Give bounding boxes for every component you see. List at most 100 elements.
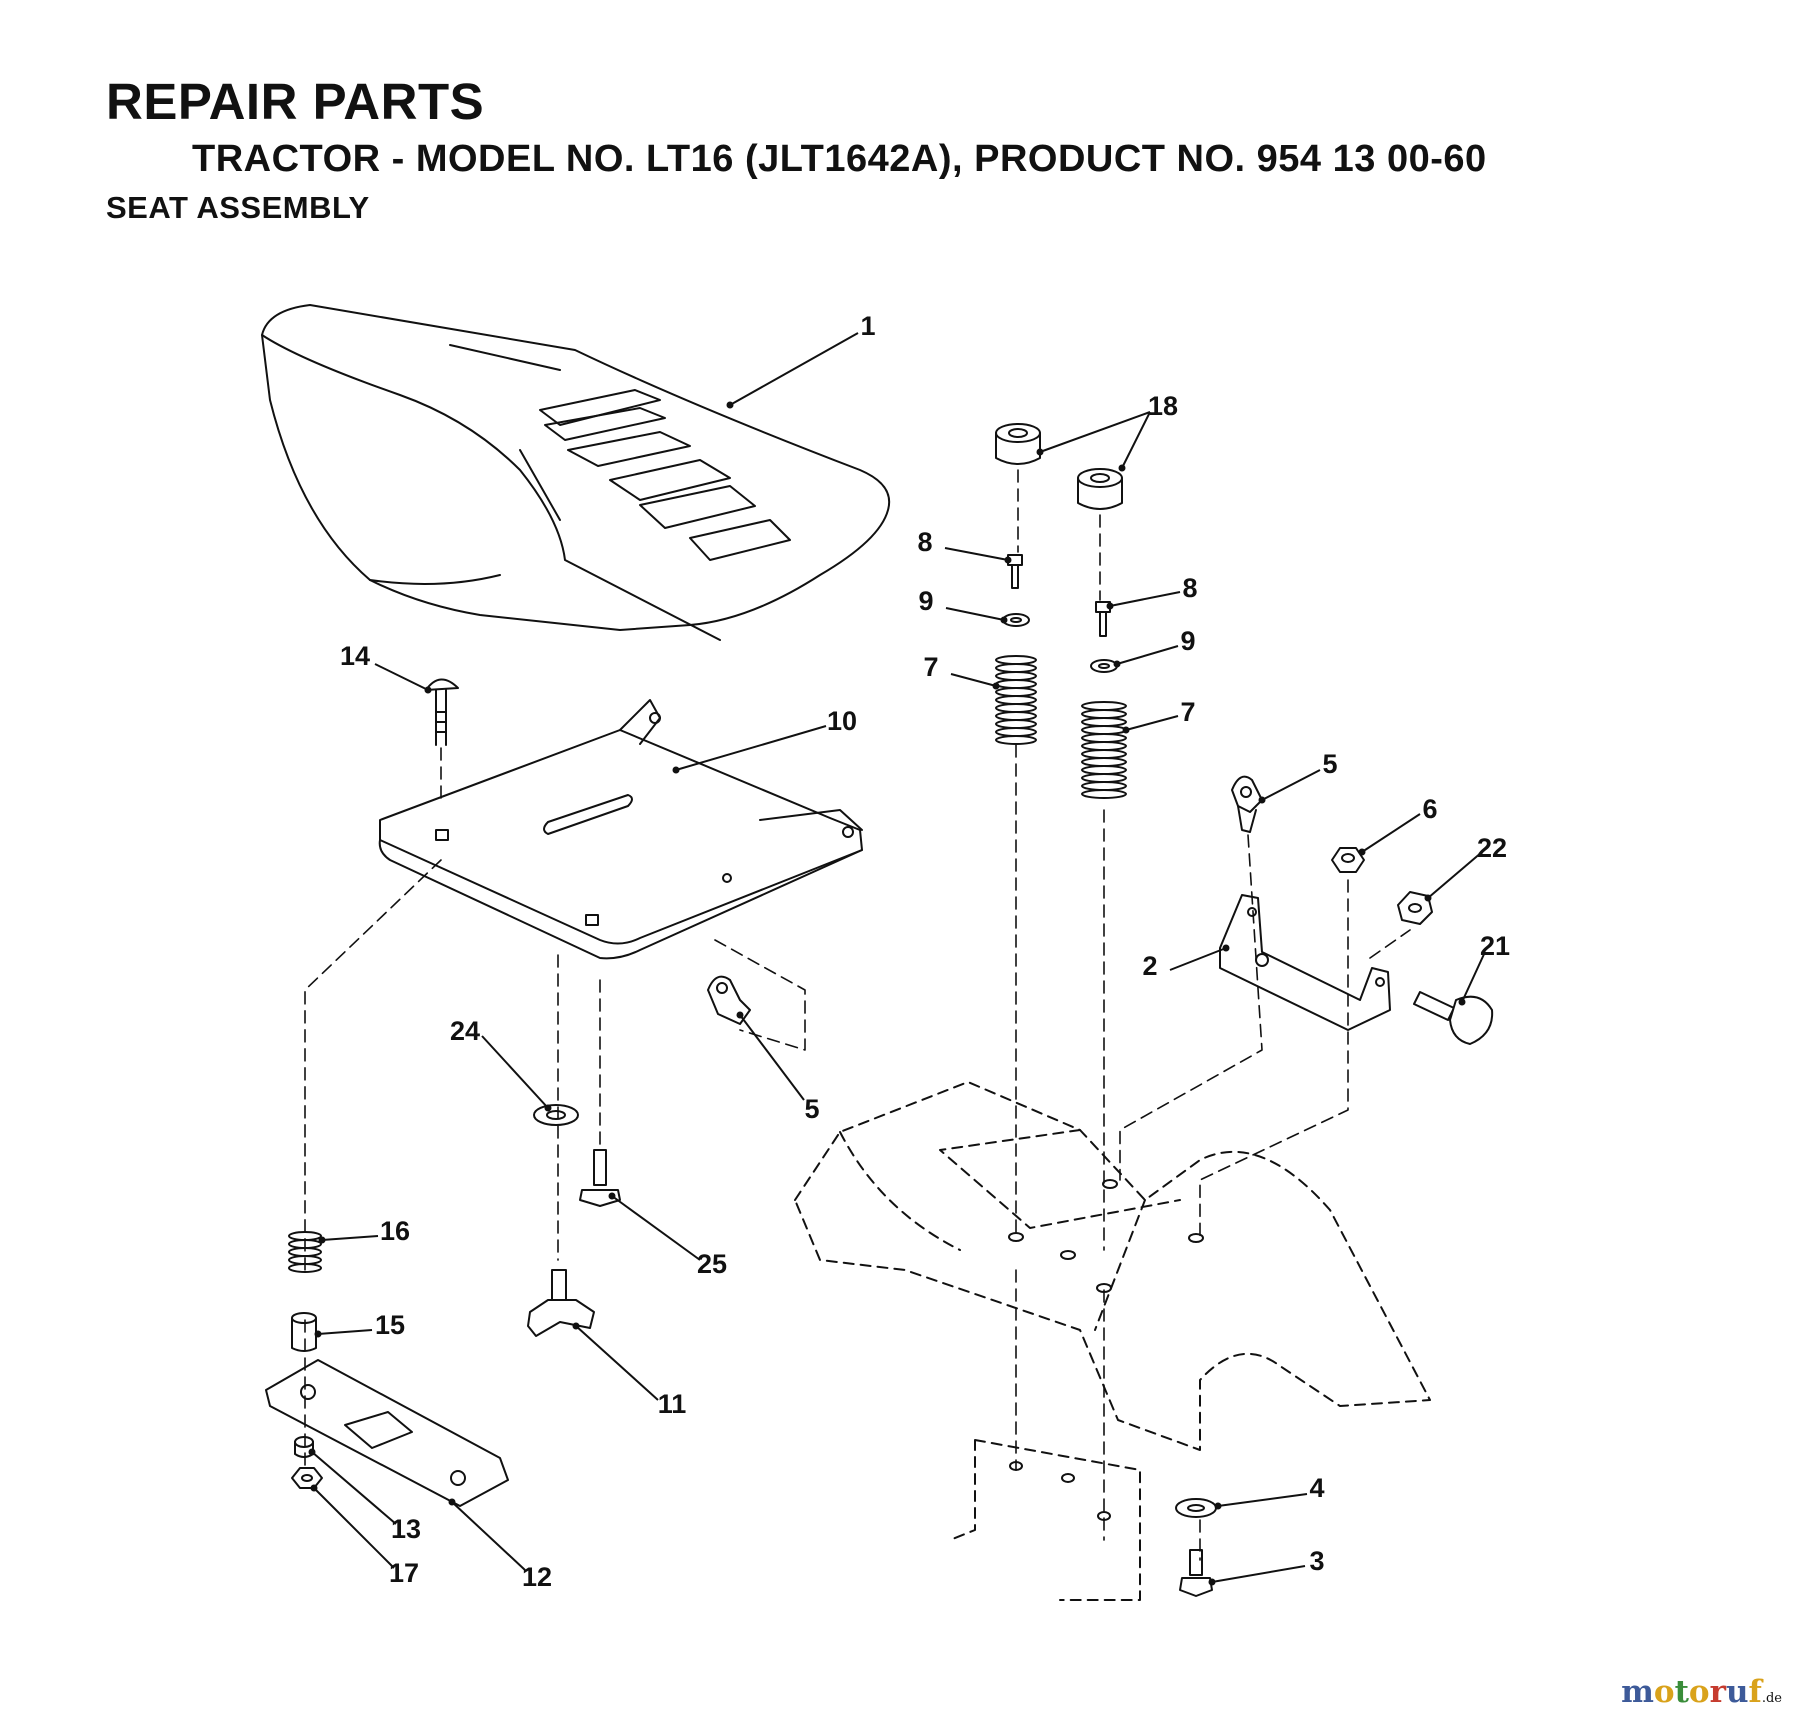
leader-line-9 bbox=[1116, 645, 1179, 665]
bumper-part-right bbox=[1077, 468, 1123, 510]
leader-arrow-15 bbox=[314, 1330, 322, 1338]
leader-line-7 bbox=[1125, 715, 1179, 731]
watermark-letter: f bbox=[1748, 1674, 1762, 1710]
leader-arrow-3 bbox=[1208, 1578, 1216, 1586]
leader-line-18 bbox=[1039, 411, 1151, 453]
leader-arrow-9 bbox=[1113, 660, 1121, 668]
callout-label-9: 9 bbox=[918, 586, 933, 616]
leader-arrow-8 bbox=[1004, 556, 1012, 564]
leader-arrow-24 bbox=[544, 1104, 552, 1112]
watermark-letter: r bbox=[1709, 1674, 1726, 1710]
watermark-text: motoruf bbox=[1621, 1674, 1762, 1710]
washer-part-right bbox=[1090, 659, 1118, 673]
leader-arrow-18 bbox=[1036, 448, 1044, 456]
leader-line-16 bbox=[321, 1235, 379, 1241]
watermark-suffix: .de bbox=[1761, 1691, 1782, 1706]
spring-part-left bbox=[995, 655, 1037, 745]
callout-label-14: 14 bbox=[340, 641, 370, 671]
leader-line-17 bbox=[313, 1487, 395, 1569]
leader-arrow-18 bbox=[1118, 464, 1126, 472]
leader-line-21 bbox=[1461, 951, 1486, 1003]
leader-arrow-14 bbox=[424, 686, 432, 694]
spring-part-right bbox=[1081, 701, 1127, 799]
leader-arrow-25 bbox=[608, 1192, 616, 1200]
callout-label-12: 12 bbox=[522, 1562, 552, 1592]
flange-nut-part bbox=[291, 1467, 323, 1489]
leader-arrow-4 bbox=[1214, 1502, 1222, 1510]
leader-line-11 bbox=[575, 1325, 659, 1401]
knob-part bbox=[527, 1269, 595, 1337]
leader-line-5 bbox=[739, 1014, 805, 1101]
leader-line-10 bbox=[675, 725, 827, 771]
callout-label-15: 15 bbox=[375, 1310, 405, 1340]
leader-line-8 bbox=[1109, 591, 1181, 607]
callout-label-18: 18 bbox=[1148, 391, 1178, 421]
leader-arrow-6 bbox=[1358, 848, 1366, 856]
leader-line-15 bbox=[317, 1329, 373, 1335]
washer-part-bottom bbox=[1175, 1498, 1217, 1518]
carriage-bolt-part bbox=[425, 678, 459, 746]
leader-line-22 bbox=[1427, 851, 1483, 899]
leader-arrow-13 bbox=[308, 1448, 316, 1456]
leader-line-5 bbox=[1261, 769, 1321, 801]
leader-arrow-12 bbox=[448, 1498, 456, 1506]
callout-label-8: 8 bbox=[1182, 573, 1197, 603]
callout-label-8: 8 bbox=[917, 527, 932, 557]
fender-holes bbox=[1008, 1179, 1204, 1521]
leader-arrow-5 bbox=[1258, 796, 1266, 804]
clip-part-upper bbox=[1231, 775, 1263, 833]
seat-part bbox=[261, 304, 891, 641]
spacer-part bbox=[291, 1312, 317, 1352]
callout-label-7: 7 bbox=[923, 652, 938, 682]
watermark-letter: o bbox=[1653, 1674, 1675, 1710]
leader-line-6 bbox=[1361, 813, 1421, 853]
bumper-part-left bbox=[995, 423, 1041, 465]
leader-line-8 bbox=[944, 547, 1009, 561]
leader-line-3 bbox=[1211, 1565, 1306, 1583]
callout-label-16: 16 bbox=[380, 1216, 410, 1246]
leader-arrow-10 bbox=[672, 766, 680, 774]
nut-part bbox=[1397, 891, 1433, 925]
callout-label-21: 21 bbox=[1480, 931, 1510, 961]
callout-label-1: 1 bbox=[860, 311, 875, 341]
callout-label-11: 11 bbox=[658, 1389, 687, 1419]
callout-label-7: 7 bbox=[1180, 697, 1195, 727]
watermark-logo: motoruf.de bbox=[1621, 1674, 1782, 1710]
leader-arrow-8 bbox=[1106, 602, 1114, 610]
callout-label-10: 10 bbox=[827, 706, 857, 736]
flat-washer-part bbox=[533, 1104, 579, 1126]
seat-pan-part bbox=[378, 699, 863, 960]
watermark-letter: t bbox=[1674, 1674, 1689, 1710]
leader-line-25 bbox=[611, 1195, 701, 1261]
leader-arrow-9 bbox=[1000, 616, 1008, 624]
bolt-part-bottom bbox=[1179, 1549, 1213, 1597]
leader-arrow-21 bbox=[1458, 998, 1466, 1006]
leader-line-14 bbox=[374, 663, 429, 691]
callout-label-24: 24 bbox=[450, 1016, 480, 1046]
watermark-letter: o bbox=[1688, 1674, 1710, 1710]
callout-label-5: 5 bbox=[1322, 749, 1337, 779]
leader-line-4 bbox=[1217, 1493, 1308, 1507]
leader-line-2 bbox=[1169, 947, 1227, 971]
leader-line-9 bbox=[945, 607, 1005, 621]
watermark-letter: m bbox=[1621, 1674, 1654, 1710]
callout-label-22: 22 bbox=[1477, 833, 1507, 863]
leader-arrow-17 bbox=[310, 1484, 318, 1492]
leader-line-12 bbox=[451, 1501, 526, 1571]
page-title: REPAIR PARTS bbox=[106, 73, 485, 130]
callout-label-17: 17 bbox=[389, 1558, 419, 1588]
leader-line-1 bbox=[729, 332, 859, 406]
callout-label-13: 13 bbox=[391, 1514, 421, 1544]
leader-arrow-7 bbox=[992, 682, 1000, 690]
watermark-letter: u bbox=[1725, 1674, 1749, 1710]
assembly-lines bbox=[304, 469, 1411, 1561]
leader-arrow-2 bbox=[1222, 944, 1230, 952]
leader-line-7 bbox=[950, 673, 997, 687]
callout-label-4: 4 bbox=[1309, 1473, 1324, 1503]
leader-line-13 bbox=[311, 1451, 397, 1525]
mount-plate-part bbox=[265, 1359, 509, 1507]
leader-arrow-7 bbox=[1122, 726, 1130, 734]
callout-label-3: 3 bbox=[1309, 1546, 1324, 1576]
leader-line-24 bbox=[481, 1035, 549, 1109]
leader-arrow-22 bbox=[1424, 894, 1432, 902]
